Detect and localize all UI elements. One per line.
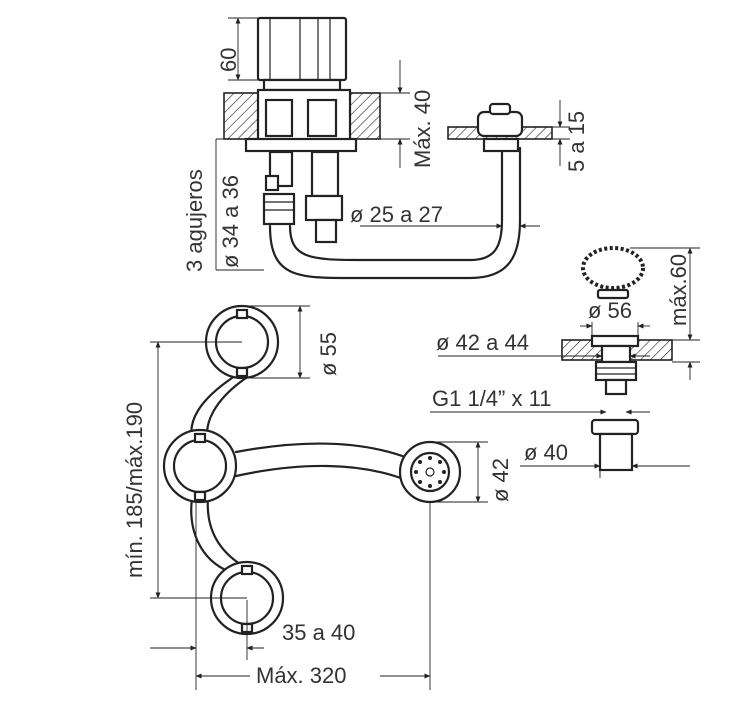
label-drain-hole: ø 42 a 44 (436, 330, 529, 355)
label-spacing-range: mín. 185/máx.190 (122, 402, 147, 578)
label-thread: G1 1/4” x 11 (432, 386, 551, 411)
plan-view-dimensions (150, 305, 488, 690)
drain-assembly (561, 246, 673, 472)
label-pipe-diameter: ø 25 a 27 (350, 202, 443, 227)
label-outlet-diameter: ø 42 (488, 458, 513, 502)
side-view-dimensions (215, 17, 570, 271)
label-holes: 3 agujeros (182, 169, 207, 272)
label-max-height: máx.60 (666, 254, 691, 326)
drain-dimensions (430, 247, 700, 478)
label-max-insert: Máx. 40 (410, 90, 435, 168)
plan-view (162, 304, 462, 636)
label-deck-thickness: 5 a 15 (564, 111, 589, 172)
label-drain-body: ø 40 (524, 440, 568, 465)
label-offset-range: 35 a 40 (282, 620, 355, 645)
label-top-height: 60 (216, 48, 241, 72)
label-drain-top: ø 56 (588, 298, 632, 323)
label-max-width: Máx. 320 (256, 663, 347, 688)
label-handle-diameter: ø 55 (316, 332, 341, 376)
label-hole-diameter: ø 34 a 36 (218, 175, 243, 268)
side-view-valves (223, 16, 553, 280)
